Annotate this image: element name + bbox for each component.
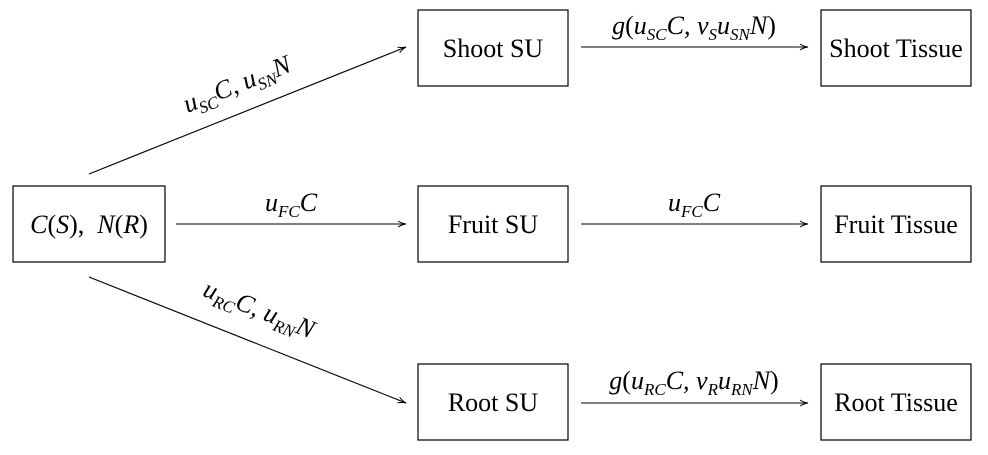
label-fruit-to-tissue: uFCC [668,188,721,221]
math-text: C, u [209,63,260,106]
math-text: S [56,210,69,239]
math-text: N [749,11,769,40]
label-source-to-fruit: uFCC [265,188,318,221]
node-root-su-label: Root SU [448,388,539,417]
label-source-to-root: uRCC, uRNN [198,274,321,349]
math-text: C [703,188,721,217]
node-shoot-su-label: Shoot SU [443,34,544,63]
node-root-tissue: Root Tissue [820,363,972,441]
node-fruit-su: Fruit SU [417,185,569,263]
math-text: g [609,366,622,395]
node-shoot-tissue-label: Shoot Tissue [829,34,963,63]
node-fruit-tissue: Fruit Tissue [820,185,972,263]
math-text: ) [770,366,779,395]
math-text: N [291,311,320,345]
math-text: C [30,210,48,239]
math-text: ) [139,210,148,239]
math-text: u [634,11,647,40]
math-text: u [631,366,644,395]
edge-source-to-shoot [88,46,407,175]
math-text: ( [115,210,124,239]
math-text: C, ν [667,11,709,40]
subscript: FC [277,202,300,221]
subscript: S [709,25,718,44]
node-fruit-su-label: Fruit SU [448,210,539,239]
subscript: R [707,380,719,399]
label-source-to-shoot: uSCC, uSNN [179,49,298,122]
subscript: SC [647,25,668,44]
node-source: C(S), N(R) [12,185,166,263]
math-text: u [668,188,681,217]
math-text: R [122,210,139,239]
math-text: ), [69,210,97,239]
math-text: g [612,11,625,40]
math-text: N [752,366,772,395]
subscript: RN [730,380,754,399]
math-text: N [96,210,116,239]
subscript: SN [730,25,752,44]
math-text: u [718,366,731,395]
node-source-label: C(S), N(R) [30,210,148,239]
math-text: C, ν [666,366,708,395]
math-text: ( [625,11,634,40]
node-shoot-su: Shoot SU [417,9,569,87]
math-text: ( [622,366,631,395]
node-shoot-tissue: Shoot Tissue [820,9,972,87]
math-text: C [300,188,318,217]
math-text: u [265,188,278,217]
label-root-to-tissue: g(uRCC, νRuRNN) [609,366,778,399]
math-text: ) [767,11,776,40]
edge-source-to-root [88,276,407,404]
subscript: FC [680,202,703,221]
label-shoot-to-tissue: g(uSCC, νSuSNN) [612,11,776,44]
math-text: ( [47,210,56,239]
node-fruit-tissue-label: Fruit Tissue [834,210,958,239]
subscript: RC [643,380,666,399]
math-text: u [717,11,730,40]
node-root-su: Root SU [417,363,569,441]
node-root-tissue-label: Root Tissue [834,388,958,417]
